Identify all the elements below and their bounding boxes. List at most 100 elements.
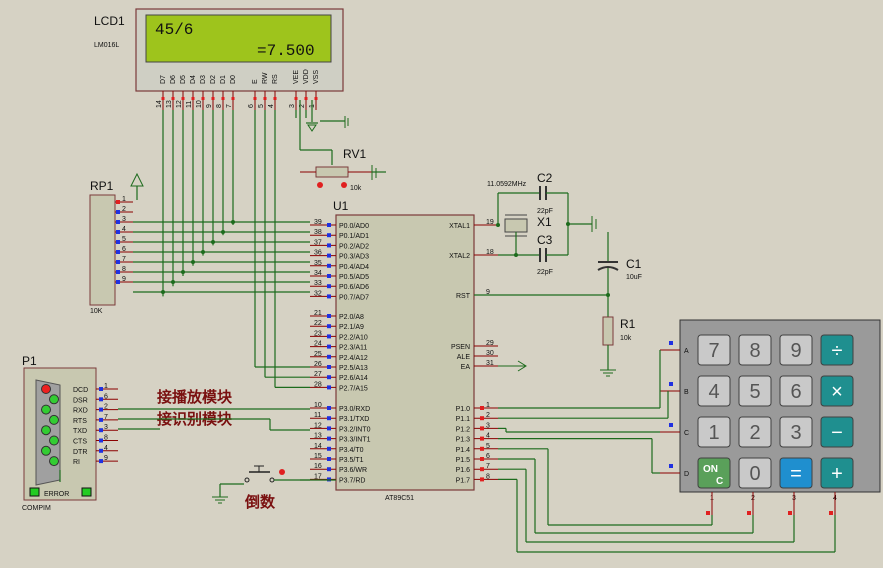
keypad-key[interactable]: 6: [779, 375, 813, 407]
lcd-pin-number: 11: [186, 101, 193, 108]
keypad-key[interactable]: 4: [697, 375, 731, 407]
keypad-key-label: 8: [749, 340, 760, 362]
crystal-circuit[interactable]: 11.0592MHz X1 C2 22pF C3 22pF: [474, 171, 597, 276]
u1-pin-name: EA: [461, 364, 471, 371]
c2-value: 22pF: [537, 208, 553, 215]
keypad-key[interactable]: 5: [738, 375, 772, 407]
keypad-row-label: D: [684, 471, 689, 478]
u1-pin-name: P3.3/INT1: [339, 437, 371, 444]
keypad-key[interactable]: ÷: [820, 334, 854, 366]
u1-pin-name: P2.6/A14: [339, 375, 368, 382]
u1-pin-number: 19: [486, 219, 494, 226]
u1-pin-name: P0.2/AD2: [339, 243, 369, 250]
keypad-key[interactable]: 0: [738, 457, 772, 489]
rp1-pin-number: 9: [122, 276, 126, 283]
u1-pin-name: XTAL1: [449, 223, 470, 230]
lcd-line1: 45/6: [155, 21, 193, 39]
r1-ref: R1: [620, 317, 636, 331]
p1-pin-label: RI: [73, 459, 80, 466]
keypad-key-label: 7: [708, 340, 719, 362]
u1-pin-number: 36: [314, 250, 322, 257]
keypad-key[interactable]: 7: [697, 334, 731, 366]
u1-pin-name: PSEN: [451, 344, 470, 351]
u1-pin-name: P2.0/A8: [339, 314, 364, 321]
keypad-key[interactable]: ×: [820, 375, 854, 407]
keypad-row-label: C: [684, 430, 689, 437]
lcd-pin-label: D4: [190, 75, 197, 84]
keypad-key[interactable]: =: [779, 457, 813, 489]
lcd-screen: [145, 14, 332, 63]
u1-pin-number: 23: [314, 330, 322, 337]
crystal-ref: X1: [537, 215, 552, 229]
p1-pin-number: 9: [104, 455, 108, 462]
lcd-pin-number: 9: [206, 104, 213, 108]
u1-pin-number: 2: [486, 412, 490, 419]
keypad-key[interactable]: 9: [779, 334, 813, 366]
keypad-key-label: 5: [749, 381, 760, 403]
p1-pin-label: DTR: [73, 449, 87, 456]
rp1-body: [89, 194, 116, 306]
u1-pin-number: 16: [314, 463, 322, 470]
p1-part: COMPIM: [22, 505, 51, 512]
rv1-value: 10k: [350, 185, 362, 192]
u1-pin-number: 10: [314, 402, 322, 409]
c3-ref: C3: [537, 233, 553, 247]
u1-pin-name: P2.4/A12: [339, 355, 368, 362]
u1-pin-number: 32: [314, 290, 322, 297]
lcd-module[interactable]: LCD1 LM016L 45/6 =7.500 D714D613D512D411…: [94, 8, 344, 110]
keypad-key-label: ON: [703, 464, 718, 475]
p1-pin-number: 8: [104, 435, 108, 442]
lcd-pin-number: 10: [196, 100, 203, 108]
keypad-key[interactable]: ONC: [697, 457, 731, 489]
lcd-pin-label: D3: [200, 75, 207, 84]
rv1-potentiometer[interactable]: RV1 10k: [299, 100, 386, 192]
crystal-body: [504, 218, 528, 233]
keypad-key[interactable]: −: [820, 416, 854, 448]
u1-pin-number: 38: [314, 229, 322, 236]
p1-error: ERROR: [44, 491, 69, 498]
lcd-pin-label: D2: [210, 75, 217, 84]
u1-pin-number: 4: [486, 433, 490, 440]
lcd-pin-number: 5: [258, 104, 265, 108]
keypad-key-label: =: [790, 463, 802, 485]
keypad-key[interactable]: 1: [697, 416, 731, 448]
u1-pin-number: 15: [314, 453, 322, 460]
crystal-freq: 11.0592MHz: [487, 181, 527, 188]
lcd-line2: =7.500: [257, 42, 315, 60]
keypad-key[interactable]: 8: [738, 334, 772, 366]
u1-pin-name: P3.4/T0: [339, 447, 364, 454]
u1-pin-number: 35: [314, 260, 322, 267]
u1-pin-number: 21: [314, 310, 322, 317]
lcd-ref: LCD1: [94, 14, 125, 28]
keypad-key[interactable]: 3: [779, 416, 813, 448]
u1-pin-number: 39: [314, 219, 322, 226]
keypad-key[interactable]: 2: [738, 416, 772, 448]
p1-compim[interactable]: P1 ERROR COMPIM DCD1DSR6RXD2RTS7TXD3CTS8…: [22, 354, 118, 512]
u1-pin-name: P0.0/AD0: [339, 223, 369, 230]
u1-pin-number: 26: [314, 361, 322, 368]
rv1-ref: RV1: [343, 147, 366, 161]
u1-pin-number: 30: [486, 350, 494, 357]
u1-pin-number: 8: [486, 473, 490, 480]
u1-right-pins: 19XTAL118XTAL29RST29PSEN30ALE31EA1P1.02P…: [449, 219, 527, 484]
keypad-key[interactable]: +: [820, 457, 854, 489]
reset-circuit[interactable]: C1 10uF R1 10k: [474, 232, 642, 377]
u1-pin-number: 3: [486, 422, 490, 429]
keypad-row-label: A: [684, 348, 689, 355]
lcd-pin-label: D5: [180, 75, 187, 84]
keypad-key-label: C: [716, 476, 723, 487]
rp1-pin-number: 2: [122, 206, 126, 213]
lcd-part: LM016L: [94, 42, 119, 49]
u1-pin-name: P1.0: [456, 406, 471, 413]
u1-left-pins: 39P0.0/AD038P0.1/AD137P0.2/AD236P0.3/AD3…: [310, 219, 371, 484]
p1-pin-label: DSR: [73, 397, 88, 404]
lcd-pin-number: 2: [299, 104, 306, 108]
u1-microcontroller[interactable]: U1 AT89C51 39P0.0/AD038P0.1/AD137P0.2/AD…: [310, 199, 527, 502]
u1-pin-name: P1.3: [456, 437, 471, 444]
ground-lcd: [306, 100, 349, 132]
lcd-pin-label: D0: [230, 75, 237, 84]
